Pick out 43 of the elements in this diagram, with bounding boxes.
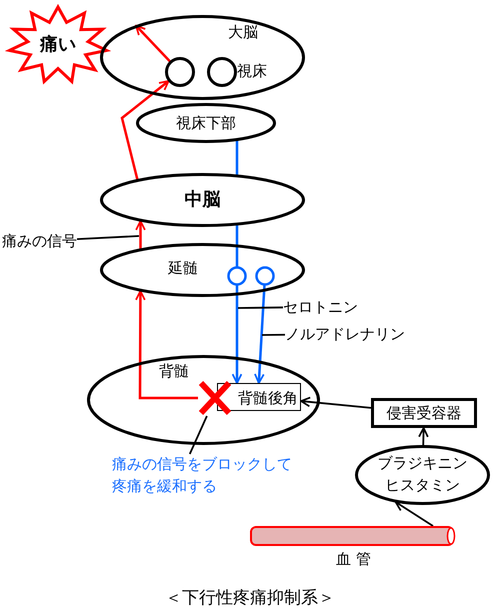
line <box>236 140 238 176</box>
brain-region-ellipse <box>100 15 305 100</box>
node-label: ヒスタミン <box>384 476 461 494</box>
brain-region-ellipse <box>136 103 276 143</box>
spinal-cord-ellipse <box>87 355 320 445</box>
vessel-label: 血 管 <box>336 550 371 568</box>
leader-line <box>238 306 284 309</box>
neuron-circle <box>255 266 275 286</box>
arrow <box>394 501 434 527</box>
brain-region-ellipse <box>100 243 305 297</box>
node-label: 背髄 <box>159 362 189 380</box>
dorsal-horn-box <box>217 383 301 411</box>
node-label: 中脳 <box>184 189 220 211</box>
arrow <box>300 396 372 409</box>
thalamus-circle <box>207 57 237 87</box>
arrow <box>120 80 170 180</box>
leader-line <box>262 334 285 336</box>
annotation-text: 痛みの信号をブロックして疼痛を緩和する <box>112 454 293 497</box>
node-label: 延髄 <box>168 259 198 277</box>
brain-region-ellipse <box>100 173 305 227</box>
node-label: 背髄後角 <box>238 389 298 407</box>
neuron-circle <box>227 266 247 286</box>
substance-ellipse <box>355 445 490 505</box>
thalamus-circle <box>165 57 195 87</box>
node-label: 痛い <box>40 34 76 56</box>
node-label: 大脳 <box>228 23 258 41</box>
region-label: 視床 <box>237 62 267 80</box>
arrow <box>418 427 429 446</box>
caption: ＜下行性疼痛抑制系＞ <box>164 588 336 608</box>
receptor-box <box>371 398 477 428</box>
node-label: 視床下部 <box>176 114 236 132</box>
line <box>236 224 238 266</box>
arrow <box>135 24 171 62</box>
arrow <box>135 290 198 400</box>
arrow <box>135 220 146 249</box>
block-cross-mark <box>198 380 232 416</box>
pain-burst <box>6 4 110 86</box>
node-label: ブラジキニン <box>376 454 468 472</box>
leader-line <box>188 416 208 454</box>
leader-line <box>76 235 140 240</box>
arrow <box>254 285 266 384</box>
arrow <box>232 286 242 384</box>
node-label: 侵害受容器 <box>386 404 462 422</box>
